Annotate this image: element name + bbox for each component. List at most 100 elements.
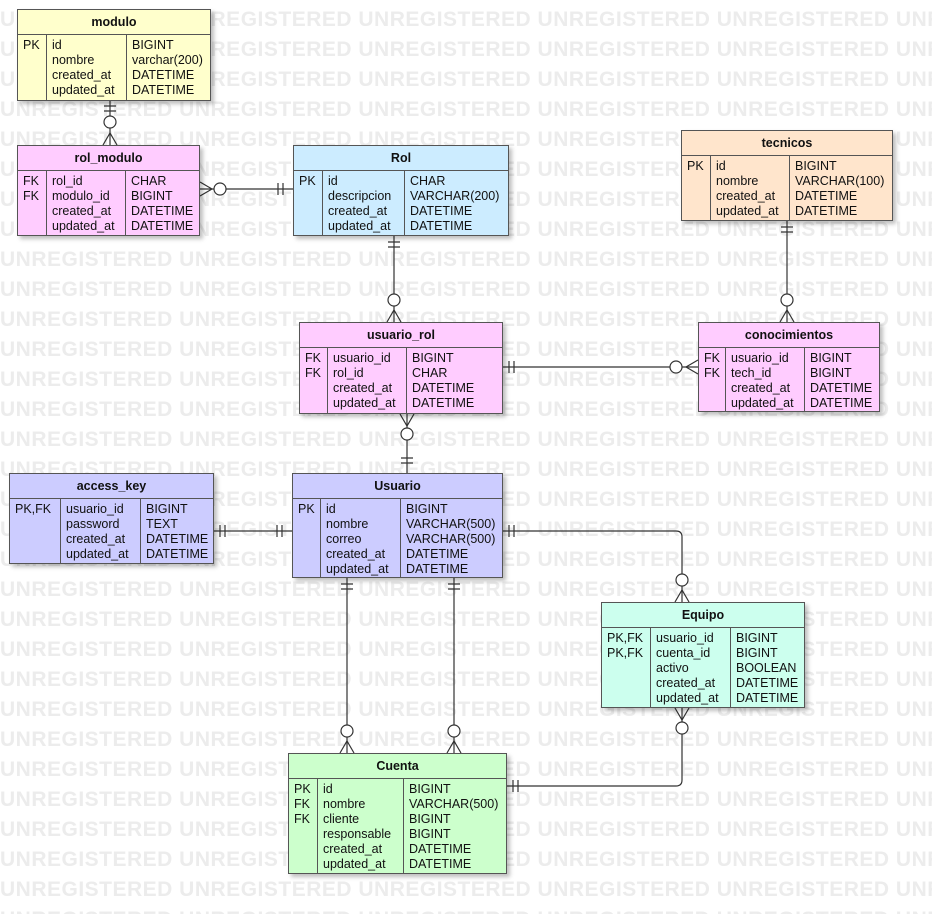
- column-type-cell: BIGINT: [409, 812, 451, 826]
- column-type-cell: TEXT: [146, 517, 178, 531]
- entity-title: rol_modulo: [18, 146, 199, 171]
- key-cell: [18, 83, 46, 98]
- column-type-cell: BIGINT: [409, 827, 451, 841]
- column-name-cell: nombre: [52, 53, 95, 67]
- key-cell: PK,FK: [607, 646, 644, 660]
- column-name-cell: usuario_id: [656, 631, 714, 645]
- column-type-cell: BIGINT: [736, 631, 778, 645]
- key-cell: [602, 661, 650, 676]
- column-type-cell: VARCHAR(100): [795, 174, 885, 188]
- key-cell: FK: [704, 351, 720, 365]
- column-name-cell: activo: [656, 661, 689, 675]
- column-name-cell: password: [66, 517, 120, 531]
- column-name-cell: updated_at: [656, 691, 719, 705]
- entity-title: tecnicos: [682, 131, 892, 156]
- column-name-cell: id: [323, 782, 333, 796]
- column-type-cell: DATETIME: [810, 396, 873, 410]
- key-cell: [602, 676, 650, 691]
- column-type-cell: DATETIME: [412, 396, 475, 410]
- column-name-cell: updated_at: [333, 396, 396, 410]
- column-name-cell: created_at: [323, 842, 383, 856]
- column-type-cell: BIGINT: [736, 646, 778, 660]
- column-name-cell: cliente: [323, 812, 360, 826]
- column-name-cell: created_at: [656, 676, 716, 690]
- column-name-cell: nombre: [716, 174, 759, 188]
- column-name-cell: cuenta_id: [656, 646, 711, 660]
- column-name-cell: usuario_id: [66, 502, 124, 516]
- key-cell: [293, 547, 320, 562]
- key-cell: PK,FK: [15, 502, 52, 516]
- key-cell: [293, 562, 320, 577]
- column-type-cell: DATETIME: [406, 562, 469, 576]
- column-name-cell: id: [716, 159, 726, 173]
- column-type-cell: BIGINT: [810, 366, 852, 380]
- column-name-cell: created_at: [52, 204, 112, 218]
- column-type-cell: DATETIME: [146, 532, 209, 546]
- column-type-cell: DATETIME: [132, 83, 195, 97]
- column-type-cell: VARCHAR(500): [406, 517, 496, 531]
- key-column: PK: [18, 35, 46, 100]
- column-name-cell: id: [328, 174, 338, 188]
- column-name-cell: updated_at: [323, 857, 386, 871]
- column-type-cell: DATETIME: [810, 381, 873, 395]
- column-name-cell: rol_id: [333, 366, 364, 380]
- column-type-cell: DATETIME: [131, 219, 194, 233]
- column-name-cell: responsable: [323, 827, 392, 841]
- key-cell: [18, 204, 46, 219]
- key-cell: [289, 857, 317, 872]
- key-cell: FK: [305, 366, 321, 380]
- key-cell: PK: [294, 782, 311, 796]
- column-type-cell: varchar(200): [132, 53, 203, 67]
- entity-title: Usuario: [293, 474, 502, 499]
- entity-title: Cuenta: [289, 754, 506, 779]
- column-name-cell: updated_at: [326, 562, 389, 576]
- column-type-cell: BIGINT: [132, 38, 174, 52]
- key-cell: [294, 189, 322, 204]
- key-cell: [682, 189, 710, 204]
- column-type-cell: BIGINT: [131, 189, 173, 203]
- column-name-cell: created_at: [66, 532, 126, 546]
- column-type-cell: VARCHAR(500): [406, 532, 496, 546]
- column-name-cell: created_at: [328, 204, 388, 218]
- column-name-cell: nombre: [323, 797, 366, 811]
- key-cell: [10, 547, 60, 562]
- column-type-cell: DATETIME: [410, 219, 473, 233]
- column-name-cell: created_at: [731, 381, 791, 395]
- entity-title: Rol: [294, 146, 508, 171]
- key-cell: [289, 842, 317, 857]
- key-cell: [300, 396, 327, 411]
- rel-usuario-equipo: [503, 530, 683, 602]
- key-cell: [294, 204, 322, 219]
- entity-title: Equipo: [602, 603, 804, 628]
- key-cell: [10, 532, 60, 547]
